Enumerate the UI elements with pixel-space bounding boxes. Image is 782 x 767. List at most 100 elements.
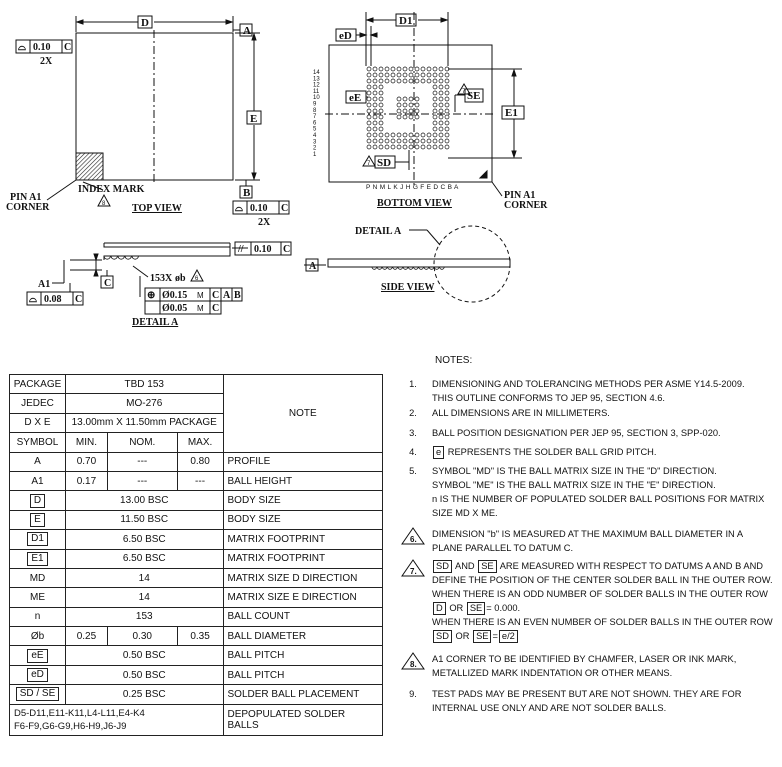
jedec-label: JEDEC	[9, 393, 66, 414]
solder-ball	[432, 90, 438, 96]
solder-ball	[382, 266, 388, 270]
or-text: OR	[449, 603, 464, 613]
row-number: 12	[313, 83, 320, 89]
solder-ball	[423, 266, 429, 270]
solder-ball	[372, 78, 378, 84]
table-row: PACKAGE TBD 153 NOTE	[9, 373, 383, 453]
note-cell: PROFILE	[222, 451, 383, 472]
symbol-box: eE	[27, 648, 48, 663]
solder-ball	[372, 72, 378, 78]
solder-ball	[414, 138, 420, 144]
note-line: DIMENSIONING AND TOLERANCING METHODS PER…	[432, 379, 745, 389]
bottom-view-title: BOTTOM VIEW	[377, 198, 452, 209]
solder-ball	[438, 72, 444, 78]
side-balls	[371, 266, 445, 270]
solder-ball	[402, 132, 408, 138]
pos-val-2: Ø0.05	[162, 303, 187, 314]
solder-ball	[378, 144, 384, 150]
note-cell: BODY SIZE	[222, 490, 383, 511]
solder-ball	[438, 102, 444, 108]
solder-ball	[438, 90, 444, 96]
solder-ball	[396, 96, 402, 102]
datum-c-label: C	[104, 278, 111, 289]
solder-ball	[414, 72, 420, 78]
pin-a1-label: PIN A1	[10, 192, 41, 203]
datum-a-label: A	[309, 261, 317, 272]
note-number: 8.	[400, 652, 426, 670]
note-text: DIMENSIONING AND TOLERANCING METHODS PER…	[432, 377, 777, 405]
solder-ball	[378, 78, 384, 84]
note-line: ALL DIMENSIONS ARE IN MILLIMETERS.	[432, 408, 610, 418]
solder-ball	[408, 144, 414, 150]
solder-ball	[418, 266, 424, 270]
symbol-cell: A1	[9, 470, 66, 492]
solder-ball	[408, 266, 414, 270]
dim-d1-label: D1	[399, 15, 412, 27]
solder-ball	[366, 96, 372, 102]
solder-ball	[444, 126, 450, 132]
tol-symbol: ⌓	[235, 203, 243, 214]
note-line: SYMBOL "ME" IS THE BALL MATRIX SIZE IN T…	[432, 480, 716, 490]
solder-ball	[414, 102, 420, 108]
solder-ball	[110, 255, 118, 260]
col-header: SYMBOL	[9, 432, 66, 453]
solder-ball	[432, 120, 438, 126]
solder-ball	[438, 96, 444, 102]
solder-ball	[390, 138, 396, 144]
bottom-view	[325, 12, 525, 197]
solder-ball	[366, 120, 372, 126]
solder-ball	[408, 114, 414, 120]
solder-ball	[372, 138, 378, 144]
solder-ball	[438, 126, 444, 132]
svg-text:6.: 6.	[410, 535, 417, 544]
pin-a1-label: PIN A1	[504, 190, 535, 201]
table-row: n 153 BALL COUNT	[9, 606, 383, 628]
solder-ball	[402, 72, 408, 78]
datum-b-box	[239, 185, 253, 199]
note-header: NOTE	[222, 374, 383, 453]
top-view-text: D A E B ⌓ 0.10 C 2X ⌓ 0.10 C 2X INDEX MA…	[6, 17, 288, 228]
drawing-area: D A E B ⌓ 0.10 C 2X ⌓ 0.10 C 2X INDEX MA…	[0, 0, 782, 330]
note-number: 1.	[409, 379, 417, 389]
table-row: eD 0.50 BSC BALL PITCH	[9, 664, 383, 686]
symbol-box: D1	[27, 532, 48, 547]
solder-ball	[402, 66, 408, 72]
symbol-cell: D1	[9, 529, 66, 550]
solder-ball	[444, 90, 450, 96]
pos-datum-c: C	[212, 290, 219, 301]
note-ref: 8	[102, 201, 106, 207]
solder-ball	[396, 138, 402, 144]
value-cell: 0.50 BSC	[64, 645, 224, 666]
solder-ball	[124, 255, 132, 260]
pos-mod-1: M	[197, 291, 204, 300]
table-row: E1 6.50 BSC MATRIX FOOTPRINT	[9, 548, 383, 569]
side-view	[304, 225, 511, 303]
value-cell: 14	[64, 567, 224, 589]
max-cell: 0.80	[176, 451, 224, 472]
note-line: SYMBOL "MD" IS THE BALL MATRIX SIZE IN T…	[432, 466, 717, 476]
symbol-cell: A	[9, 451, 66, 472]
symbol-cell: eD	[9, 664, 66, 686]
solder-ball	[372, 90, 378, 96]
solder-ball	[408, 132, 414, 138]
solder-ball	[384, 132, 390, 138]
solder-ball	[397, 266, 403, 270]
row-number: 6	[313, 120, 317, 126]
row-number: 1	[313, 152, 317, 158]
symbol-cell: E	[9, 509, 66, 531]
svg-text:8.: 8.	[410, 660, 417, 669]
solder-ball	[366, 138, 372, 144]
solder-ball	[376, 266, 383, 270]
solder-ball	[408, 72, 414, 78]
jedec-value: MO-276	[64, 393, 224, 414]
note-number: 3.	[409, 428, 417, 438]
column-letters: P N M L K J H G F E D C B A	[366, 184, 459, 191]
table-row: E 11.50 BSC BODY SIZE	[9, 509, 383, 531]
note-cell: BALL DIAMETER	[222, 626, 383, 647]
note-number: 6.	[400, 527, 426, 545]
solder-ball	[414, 108, 420, 114]
table-row: SD / SE 0.25 BSC SOLDER BALL PLACEMENT	[9, 684, 383, 705]
solder-ball	[438, 108, 444, 114]
note-line: = 0.000.	[486, 603, 521, 613]
solder-ball	[432, 96, 438, 102]
